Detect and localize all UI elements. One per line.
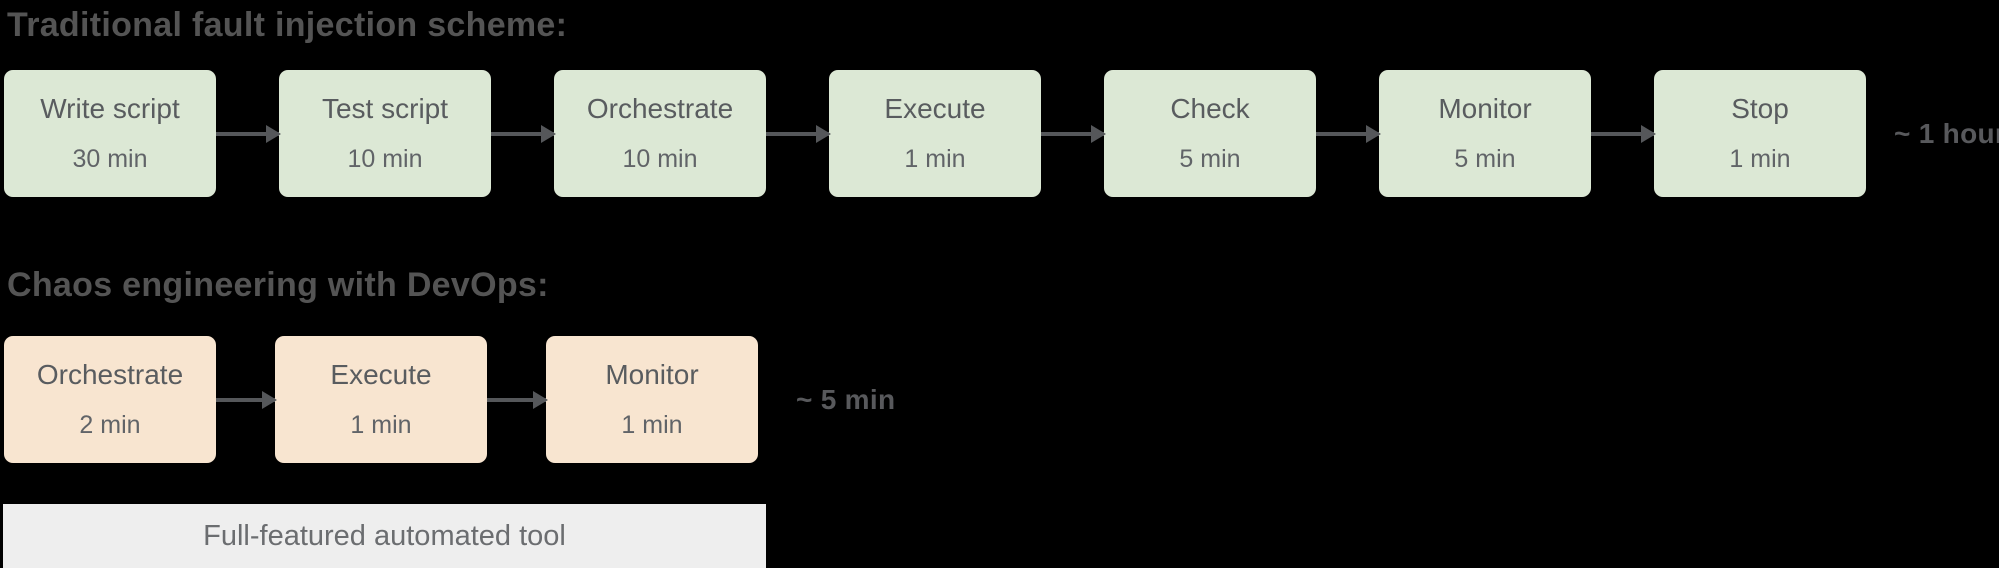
step-duration: 1 min (904, 145, 966, 174)
flow-step-box: Execute 1 min (829, 70, 1041, 197)
step-label: Monitor (1438, 92, 1532, 124)
arrow-right-icon (1591, 124, 1656, 143)
step-label: Execute (330, 358, 432, 390)
step-label: Stop (1731, 92, 1789, 124)
step-duration: 1 min (621, 411, 683, 440)
step-label: Execute (884, 92, 986, 124)
step-label: Check (1170, 92, 1250, 124)
step-duration: 1 min (350, 411, 412, 440)
step-duration: 1 min (1729, 145, 1791, 174)
automation-coverage-bar: Full-featured automated tool (3, 504, 766, 568)
flow-step-box: Stop 1 min (1654, 70, 1866, 197)
flow-step-box: Monitor 1 min (546, 336, 758, 463)
step-label: Test script (321, 92, 449, 124)
arrow-right-icon (487, 390, 548, 409)
section-heading-devops: Chaos engineering with DevOps: (7, 266, 549, 304)
step-duration: 10 min (622, 145, 698, 174)
flow-step-box: Monitor 5 min (1379, 70, 1591, 197)
flow-step-box: Write script 30 min (4, 70, 216, 197)
arrow-right-icon (1316, 124, 1381, 143)
step-duration: 10 min (347, 145, 423, 174)
section-heading-traditional: Traditional fault injection scheme: (7, 6, 568, 44)
step-label: Monitor (605, 358, 699, 390)
flow-row-devops: Orchestrate 2 min Execute 1 min Monitor … (4, 336, 895, 463)
total-duration-label: ~ 5 min (796, 383, 896, 415)
step-label: Orchestrate (586, 92, 734, 124)
flow-step-box: Check 5 min (1104, 70, 1316, 197)
flow-step-box: Execute 1 min (275, 336, 487, 463)
total-duration-label: ~ 1 hour (1894, 117, 1999, 149)
arrow-right-icon (1041, 124, 1106, 143)
flow-row-traditional: Write script 30 min Test script 10 min O… (4, 70, 1999, 197)
step-duration: 5 min (1454, 145, 1516, 174)
step-label: Orchestrate (36, 358, 184, 390)
flow-step-box: Test script 10 min (279, 70, 491, 197)
step-label: Write script (40, 92, 180, 124)
step-duration: 2 min (79, 411, 141, 440)
arrow-right-icon (216, 390, 277, 409)
step-duration: 30 min (72, 145, 148, 174)
automation-coverage-label: Full-featured automated tool (203, 520, 566, 552)
arrow-right-icon (766, 124, 831, 143)
arrow-right-icon (491, 124, 556, 143)
flow-step-box: Orchestrate 2 min (4, 336, 216, 463)
flow-step-box: Orchestrate 10 min (554, 70, 766, 197)
step-duration: 5 min (1179, 145, 1241, 174)
arrow-right-icon (216, 124, 281, 143)
